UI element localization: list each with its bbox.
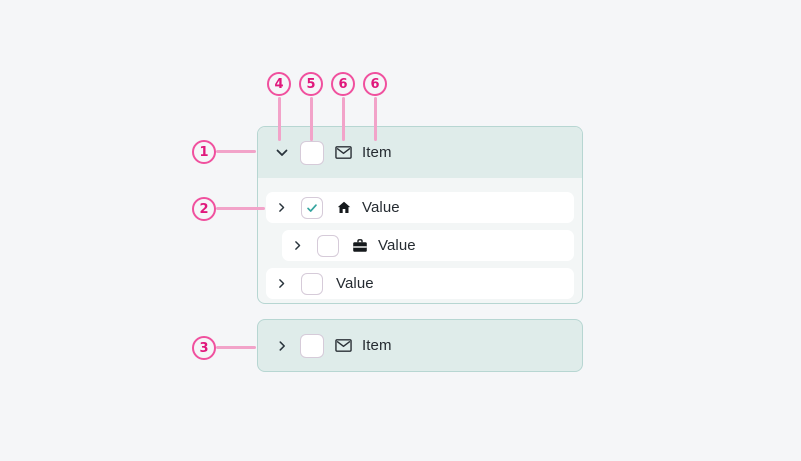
annotation-line-6b <box>374 97 377 141</box>
envelope-icon <box>335 145 352 160</box>
tree-child-label: Value <box>362 199 400 216</box>
annotation-line-3 <box>216 346 256 349</box>
marker-number: 4 <box>274 76 284 92</box>
home-icon <box>336 200 352 215</box>
checkbox-unchecked[interactable] <box>300 333 324 358</box>
envelope-icon <box>335 338 352 353</box>
annotation-marker-6b: 6 <box>363 72 387 96</box>
tree-item-label: Item <box>362 337 392 354</box>
tree-item-row-expanded[interactable]: Item <box>258 127 582 178</box>
annotation-line-6a <box>342 97 345 141</box>
annotation-marker-4: 4 <box>267 72 291 96</box>
annotation-line-4 <box>278 97 281 141</box>
marker-number: 5 <box>306 76 316 92</box>
tree-child-row-1[interactable]: Value <box>266 192 574 223</box>
annotation-marker-6a: 6 <box>331 72 355 96</box>
checkbox-checked[interactable] <box>301 196 323 219</box>
tree-group-expanded: Item Value <box>257 126 583 304</box>
tree-child-label: Value <box>336 275 374 292</box>
marker-number: 1 <box>199 144 209 160</box>
tree-item-row-collapsed[interactable]: Item <box>257 319 583 372</box>
chevron-right-icon[interactable] <box>274 201 288 214</box>
annotation-marker-3: 3 <box>192 336 216 360</box>
marker-number: 3 <box>199 340 209 356</box>
checkbox-unchecked[interactable] <box>317 234 339 257</box>
tree-child-label: Value <box>378 237 416 254</box>
marker-number: 6 <box>370 76 380 92</box>
tree-child-row-2[interactable]: Value <box>282 230 574 261</box>
tree-item-label: Item <box>362 144 392 161</box>
annotation-line-2 <box>216 207 265 210</box>
briefcase-icon <box>352 238 368 254</box>
checkbox-unchecked[interactable] <box>300 140 324 165</box>
tree-child-row-3[interactable]: Value <box>266 268 574 299</box>
marker-number: 6 <box>338 76 348 92</box>
tree-children-container: Value Value Value <box>258 178 582 303</box>
chevron-right-icon[interactable] <box>290 239 304 252</box>
chevron-right-icon[interactable] <box>274 277 288 290</box>
marker-number: 2 <box>199 201 209 217</box>
annotation-line-1 <box>216 150 256 153</box>
checkbox-unchecked[interactable] <box>301 272 323 295</box>
annotation-marker-1: 1 <box>192 140 216 164</box>
chevron-down-icon[interactable] <box>274 145 290 161</box>
annotation-line-5 <box>310 97 313 141</box>
chevron-right-icon[interactable] <box>274 339 290 353</box>
annotation-marker-5: 5 <box>299 72 323 96</box>
annotation-marker-2: 2 <box>192 197 216 221</box>
